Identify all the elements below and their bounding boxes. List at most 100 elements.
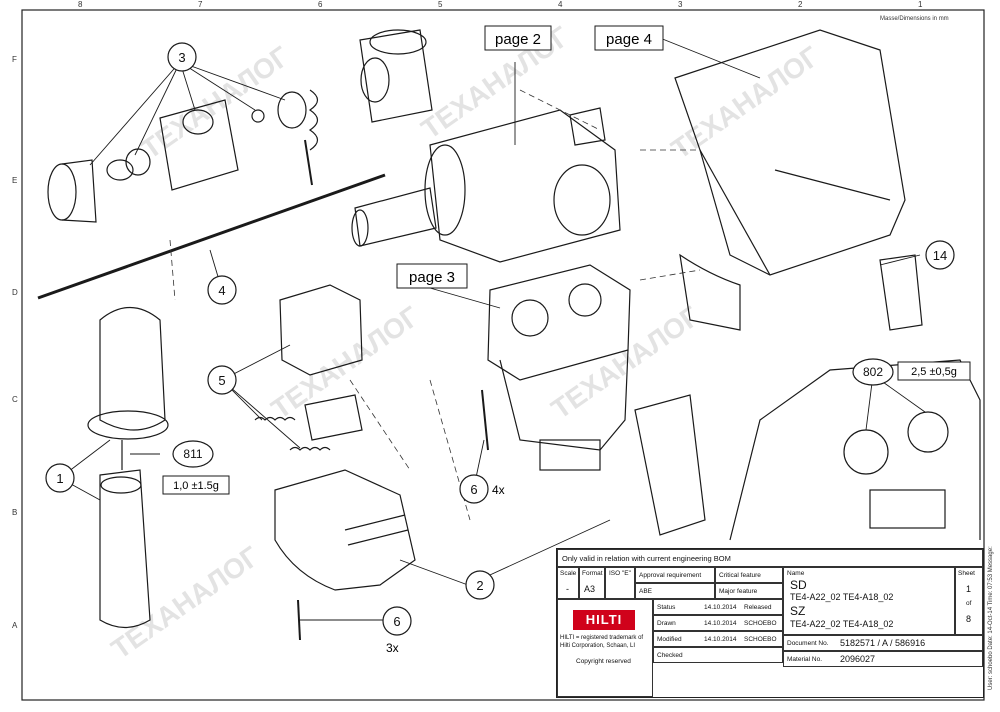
tb-name-sz: SZ <box>790 604 806 618</box>
switch-tab <box>569 107 606 146</box>
tb-critical-label: Critical feature <box>719 572 761 579</box>
callout-802-oval <box>852 358 894 386</box>
screw-a <box>481 389 489 451</box>
tb-doc-value: 5182571 / A / 586916 <box>840 638 926 648</box>
dimensions-note: Masse/Dimensions in mm <box>880 16 949 22</box>
watermark-4: ТЕХАНАЛОГ <box>266 300 425 425</box>
callout-5: 5 <box>218 373 225 388</box>
locking-sleeve <box>159 99 239 191</box>
ball <box>251 109 265 123</box>
grid-letter-a: A <box>12 621 18 630</box>
page2-ref: page 2 <box>495 31 541 48</box>
gear-housing <box>429 109 621 263</box>
grip <box>99 469 151 629</box>
housing-shell <box>674 29 906 276</box>
tb-name-label: Name <box>787 570 805 577</box>
callout-6b-circle <box>382 606 412 636</box>
page2-box <box>484 25 552 51</box>
gearbox <box>481 264 631 471</box>
grid-num-3: 3 <box>678 0 683 9</box>
label-plate <box>879 254 923 331</box>
hilti-logo: HILTI <box>573 610 635 630</box>
grid-letter-d: D <box>12 288 18 297</box>
assembly-lines <box>169 89 701 521</box>
grid-letter-b: B <box>12 508 17 517</box>
callout-1-circle <box>45 463 75 493</box>
chuck-nose-body <box>61 159 97 223</box>
tb-major: Major feature <box>715 583 783 599</box>
tb-format: Format A3 <box>579 567 605 599</box>
tb-status-row: Status 14.10.2014 Released <box>653 599 783 615</box>
ring-b <box>125 148 151 176</box>
tb-drawn-label: Drawn <box>657 620 676 627</box>
callout-2-circle <box>465 570 495 600</box>
tb-drawn-row: Drawn 14.10.2014 SCHOEBO <box>653 615 783 631</box>
tb-iso-label: ISO "E" <box>609 570 631 577</box>
grid-num-6: 6 <box>318 0 323 9</box>
tb-mat-value: 2096027 <box>840 654 876 664</box>
tb-mat-row: Material No. 2096027 <box>783 651 983 667</box>
detail-gear-left <box>843 429 889 475</box>
tb-approval: Approval requirement <box>635 567 715 583</box>
shell-body <box>274 469 416 591</box>
page4-box <box>594 25 664 51</box>
quantity-4x: 4x <box>492 483 505 497</box>
mode-selector <box>553 164 611 236</box>
callout-6a: 6 <box>470 482 477 497</box>
dash-1 <box>169 239 176 301</box>
switch-body <box>279 284 363 376</box>
grid-num-7: 7 <box>198 0 203 9</box>
grid-letter-c: C <box>12 395 18 404</box>
tb-scale-label: Scale <box>560 570 577 577</box>
spindle <box>354 187 437 247</box>
page3-ref: page 3 <box>409 269 455 286</box>
tb-doc-label: Document No. <box>787 640 829 647</box>
grid-letter-f: F <box>12 55 17 64</box>
grid-num-2: 2 <box>798 0 803 9</box>
switch-parts <box>254 284 363 451</box>
handle-shell <box>274 394 706 641</box>
grid-letters: F E D C B A <box>12 55 18 630</box>
rod <box>37 173 386 300</box>
pin <box>304 139 313 186</box>
tb-status-value: Released <box>744 604 772 611</box>
callout-1: 1 <box>56 471 63 486</box>
housing-edge <box>699 149 771 276</box>
tb-note: Only valid in relation with current engi… <box>562 554 731 563</box>
sleeve-front <box>182 109 214 135</box>
spring-a <box>254 416 296 421</box>
shell-rib-2 <box>347 529 409 546</box>
callout-3: 3 <box>178 50 185 65</box>
tool-holder-cap <box>359 29 433 123</box>
tb-major-label: Major feature <box>719 588 758 595</box>
spring <box>308 89 319 151</box>
watermark-3: ТЕХАНАЛОГ <box>666 40 825 165</box>
grid-num-5: 5 <box>438 0 443 9</box>
drawing-frame <box>21 9 985 701</box>
grease-802-amount: 2,5 ±0,5g <box>911 366 957 378</box>
callout-811-oval <box>172 440 214 468</box>
tb-modified-row: Modified 14.10.2014 SCHOEBO <box>653 631 783 647</box>
tb-approval-label: Approval requirement <box>639 572 702 579</box>
tb-iso: ISO "E" <box>605 567 635 599</box>
tb-checked-row: Checked <box>653 647 783 663</box>
callout-802: 802 <box>863 365 883 379</box>
tb-name-sd: SD <box>790 578 807 592</box>
callout-14: 14 <box>933 248 947 263</box>
page3-box <box>396 263 468 289</box>
gear-right <box>568 283 602 317</box>
tb-status-date: 14.10.2014 <box>704 604 737 611</box>
trigger-harness <box>679 253 741 331</box>
dash-6 <box>639 269 701 281</box>
callout-4: 4 <box>218 283 225 298</box>
tb-name: Name SD TE4-A22_02 TE4-A18_02 SZ TE4-A22… <box>783 567 955 635</box>
grease-802-box <box>897 361 971 381</box>
callout-3-circle <box>167 42 197 72</box>
grid-letter-e: E <box>12 176 17 185</box>
tb-modified-label: Modified <box>657 636 682 643</box>
tb-critical: Critical feature <box>715 567 783 583</box>
grid-num-4: 4 <box>558 0 563 9</box>
tb-sheet-no: 1 <box>966 584 972 594</box>
